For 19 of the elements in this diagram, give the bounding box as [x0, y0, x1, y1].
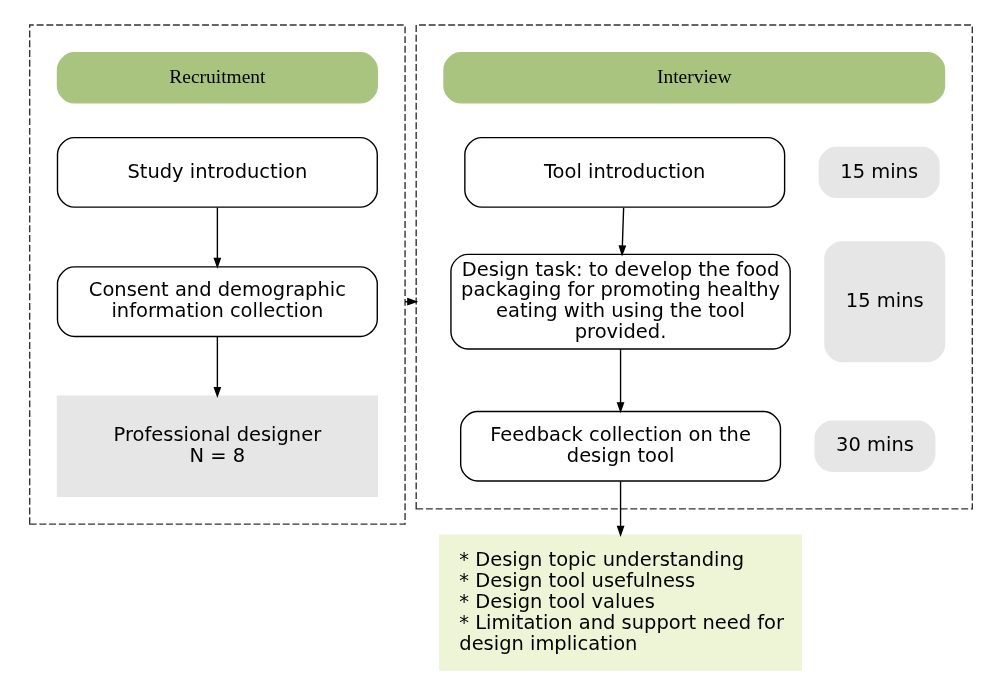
arrow: [213, 336, 222, 399]
arrow: [616, 348, 625, 414]
cluster: [415, 24, 973, 510]
arrow: [213, 207, 222, 269]
cluster: [29, 24, 406, 525]
node-box: 15 mins: [818, 146, 940, 199]
node-box: 15 mins: [824, 241, 946, 363]
node-box: Study introduction: [56, 136, 378, 208]
arrow: [616, 480, 625, 537]
node-box: Interview: [443, 52, 946, 104]
node-box: Recruitment: [56, 52, 378, 104]
node-box: Design task: to develop the food packaging for promoting healthy eating with using the tool provided.: [450, 253, 791, 350]
node-box: * Design topic understanding * Design tool usefulness * Design tool values * Limitation and support need for design implication: [439, 534, 802, 671]
node-box: Tool introduction: [464, 136, 786, 208]
node-box: Professional designer N = 8: [56, 395, 378, 497]
node-box: 30 mins: [814, 420, 936, 472]
arrow: [618, 207, 627, 257]
node-box: Consent and demographic information collection: [56, 266, 378, 338]
node-box: Feedback collection on the design tool: [460, 410, 782, 482]
